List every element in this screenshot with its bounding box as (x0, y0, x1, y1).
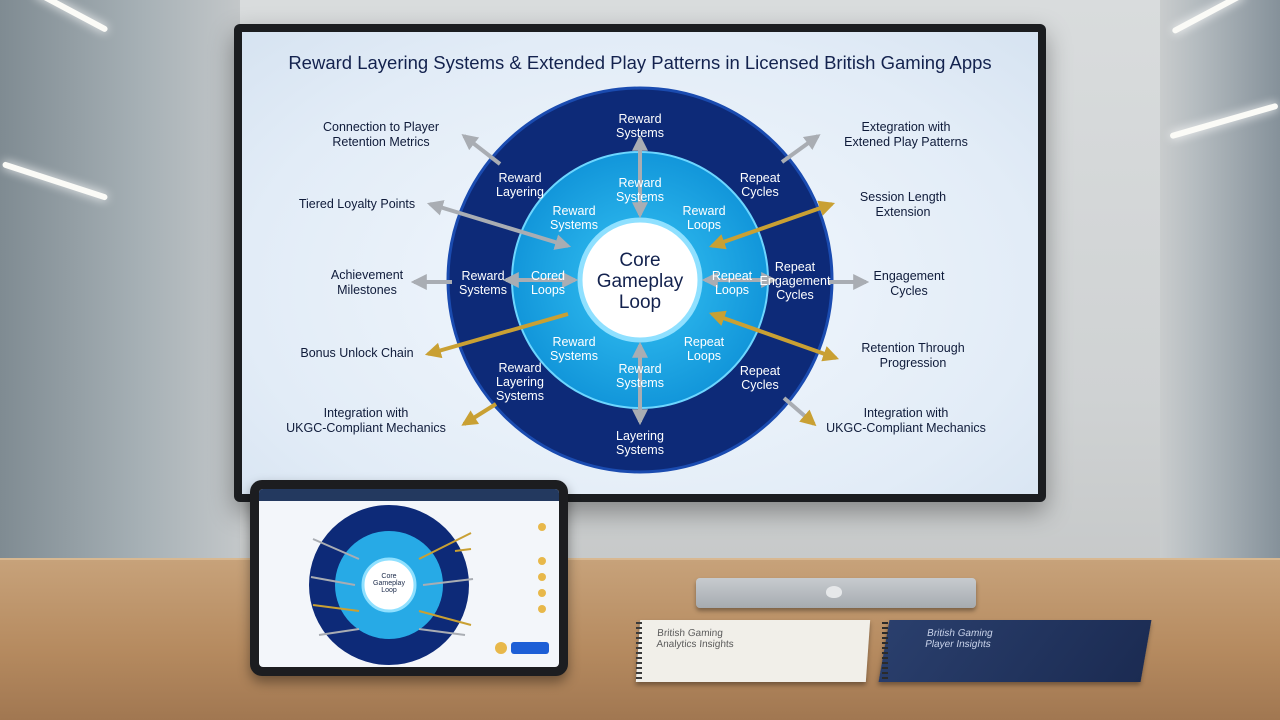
core-line-3: Loop (618, 292, 662, 313)
tablet-toolbar (259, 489, 559, 501)
notebook-right-title: British Gaming Player Insights (924, 628, 994, 650)
callout-right-3: Engagement Cycles (873, 269, 945, 298)
notebook-left-spiral (636, 622, 642, 682)
core-line-2: Gameplay (596, 271, 684, 292)
diagram-graphic (410, 86, 870, 474)
outer-ring-label-right: Repeat Engagement Cycles (759, 260, 831, 302)
middle-ring-label-top-right: Reward Loops (682, 204, 726, 232)
outer-ring-label-bottom-right: Repeat Cycles (739, 364, 781, 392)
presentation-screen: Reward Layering Systems & Extended Play … (242, 32, 1038, 494)
callout-right-5: Integration with UKGC-Compliant Mechanic… (826, 406, 986, 435)
middle-ring-label-left: Cored Loops (530, 269, 566, 297)
right-glass-wall (1160, 0, 1280, 600)
outer-ring-label-top-right: Repeat Cycles (739, 171, 781, 199)
core-line-1: Core (619, 250, 661, 271)
outer-arrows (410, 134, 870, 427)
laptop-logo-icon (826, 586, 842, 598)
callout-left-1: Connection to Player Retention Metrics (322, 120, 440, 149)
tablet-badge-icon[interactable] (495, 642, 507, 654)
core-circle (577, 217, 703, 343)
slide-title: Reward Layering Systems & Extended Play … (288, 52, 992, 73)
callout-left-5: Integration with UKGC-Compliant Mechanic… (286, 406, 446, 435)
outer-ring-label-top-left: Reward Layering (496, 171, 544, 199)
tablet-screen[interactable]: Core Gameplay Loop (259, 489, 559, 667)
tablet-action-button[interactable] (511, 642, 549, 654)
callout-right-4: Retention Through Progression (861, 341, 965, 370)
inner-arrows (502, 134, 778, 426)
callout-right-2: Session Length Extension (859, 190, 947, 219)
tablet-core-line-3: Loop (381, 587, 397, 594)
core-gameplay-loop-label: Core Gameplay Loop (580, 250, 700, 313)
middle-ring-label-top-left: Reward Systems (550, 204, 598, 232)
outer-ring-label-left: Reward Systems (459, 269, 507, 297)
middle-ring-label-bottom: Reward Systems (616, 362, 664, 390)
middle-ring-label-top: Reward Systems (616, 176, 664, 204)
closed-laptop (696, 578, 976, 608)
middle-ring-label-bottom-right: Repeat Loops (683, 335, 725, 363)
left-glass-wall (0, 0, 240, 600)
tablet-core-line-2: Gameplay (373, 580, 405, 587)
tablet-core-label: Core Gameplay Loop (371, 573, 407, 594)
callout-right-1: Extegration with Extened Play Patterns (844, 120, 968, 149)
notebook-left-title: British Gaming Analytics Insights (656, 628, 735, 650)
notebook-right: British Gaming Player Insights (878, 620, 1152, 682)
notebook-left: British Gaming Analytics Insights (635, 620, 871, 682)
callout-left-2: Tiered Loyalty Points (298, 197, 416, 211)
notebook-right-spiral (882, 622, 888, 682)
callout-left-4: Bonus Unlock Chain (300, 346, 414, 360)
table-edge (0, 558, 1280, 561)
outer-ring-label-top: Reward Systems (616, 112, 664, 140)
tablet-core-line-1: Core (381, 573, 397, 580)
middle-ring-label-bottom-left: Reward Systems (550, 335, 598, 363)
middle-ring-label-right: Repeat Loops (711, 269, 753, 297)
outer-ring-label-bottom: Layering Systems (616, 429, 664, 457)
outer-ring-label-bottom-left: Reward Layering Systems (496, 361, 544, 403)
callout-left-3: Achievement Milestones (330, 268, 404, 297)
tablet-diagram (309, 505, 546, 665)
